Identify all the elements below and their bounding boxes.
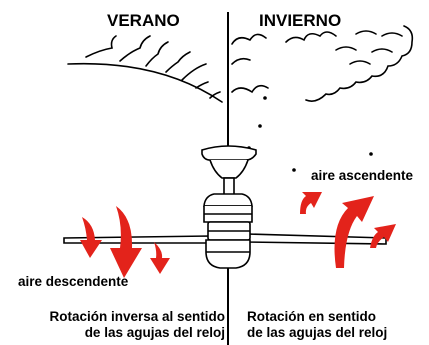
cloud-icon (231, 25, 414, 102)
summer-caption-line2: de las agujas del reloj (84, 325, 225, 340)
sun-icon (67, 35, 223, 103)
downward-airflow-label: aire descendente (18, 274, 129, 289)
up-arrow-1 (300, 192, 322, 214)
summer-caption-line1: Rotación inversa al sentido (49, 309, 225, 324)
particle-dots (247, 96, 373, 172)
up-arrow-2 (334, 196, 374, 268)
upward-airflow-label: aire ascendente (311, 168, 414, 183)
winter-title: INVIERNO (259, 11, 342, 30)
winter-caption-line1: Rotación en sentido (247, 309, 377, 324)
ceiling-fan-icon (63, 145, 387, 269)
summer-caption: Rotación inversa al sentido de las aguja… (3, 309, 225, 341)
upward-airflow-arrows (300, 192, 396, 268)
winter-caption: Rotación en sentido de las agujas del re… (247, 309, 429, 341)
winter-caption-line2: de las agujas del reloj (247, 325, 388, 340)
down-arrow-3 (150, 242, 170, 274)
down-arrow-2 (110, 206, 142, 278)
summer-title: VERANO (107, 11, 180, 30)
down-arrow-1 (80, 217, 102, 258)
up-arrow-3 (370, 224, 396, 248)
downward-airflow-arrows (80, 206, 170, 278)
